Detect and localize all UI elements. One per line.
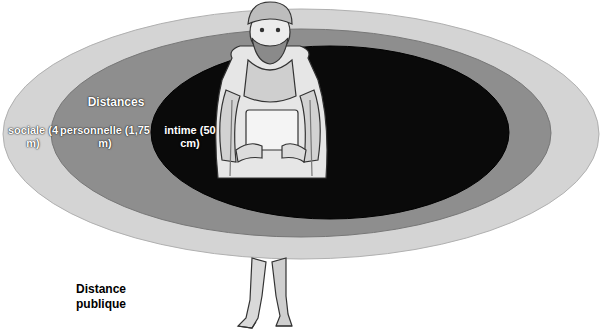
zone-label: personnelle (1,75 m): [56, 124, 154, 150]
zone-label: sociale (4 m): [6, 124, 60, 150]
person-body: [216, 46, 327, 178]
intimate-zone: intime (50 cm): [150, 45, 510, 220]
person-legs: [238, 258, 292, 328]
person-head: [248, 2, 292, 64]
zone-label: Distance publique: [76, 282, 160, 312]
zone-label: intime (50 cm): [160, 124, 220, 150]
heading-label: Distances: [74, 95, 158, 110]
